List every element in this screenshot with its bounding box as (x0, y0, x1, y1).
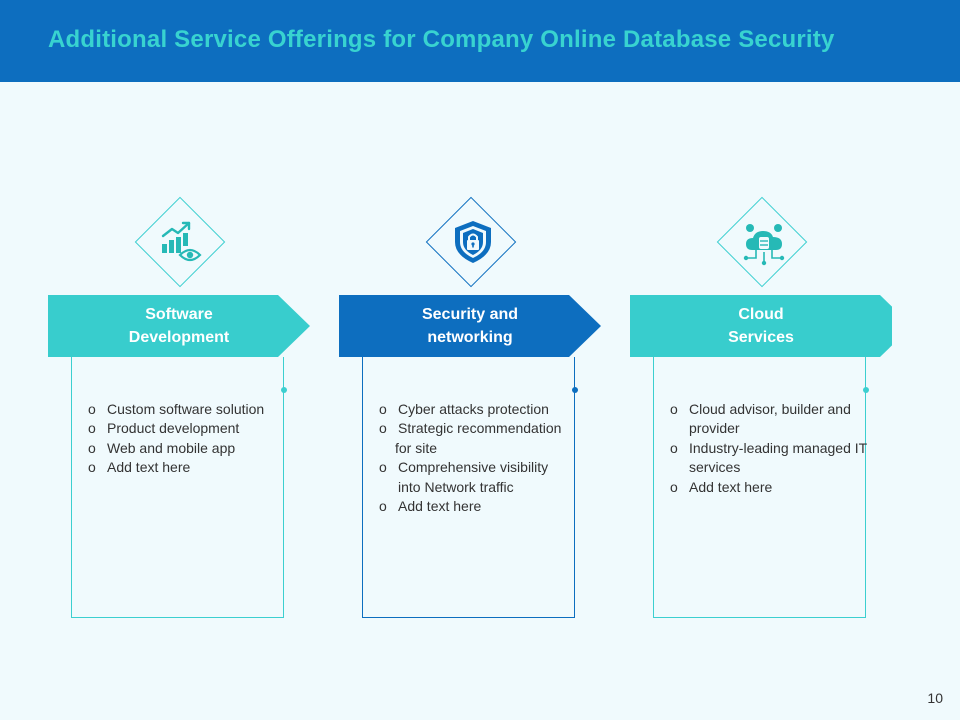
list-item: Add text here (379, 497, 571, 517)
slide-title: Additional Service Offerings for Company… (48, 26, 835, 53)
cloud-database-icon (740, 218, 788, 266)
service-column-cloud: Cloud Services Cloud advisor, builder an… (630, 0, 900, 720)
service-title: Software Development (128, 306, 230, 346)
service-banner: Software Development (48, 295, 310, 357)
service-title: Cloud Services (728, 306, 794, 346)
service-details-box (71, 357, 285, 618)
list-item: Industry-leading managed IT services (670, 439, 870, 478)
growth-chart-eye-icon (158, 218, 206, 266)
connector-dot (572, 387, 578, 393)
service-column-software: Software Development Custom software sol… (48, 0, 318, 720)
service-banner: Cloud Services (630, 295, 892, 357)
service-items-list: Custom software solution Product develop… (88, 400, 280, 478)
service-items-list: Cloud advisor, builder and provider Indu… (670, 400, 870, 497)
list-item: Web and mobile app (88, 439, 280, 459)
list-item: for site (395, 439, 438, 456)
service-details-box (362, 357, 576, 618)
connector-dot (281, 387, 287, 393)
list-item: Add text here (670, 478, 870, 498)
list-item: Add text here (88, 458, 280, 478)
service-items-list: Cyber attacks protection Strategic recom… (379, 400, 571, 517)
list-item: Comprehensive visibility into Network tr… (379, 458, 571, 497)
list-item: Custom software solution (88, 400, 280, 420)
page-number: 10 (927, 690, 943, 706)
list-item: Product development (88, 419, 280, 439)
shield-lock-icon (449, 218, 497, 266)
list-item: Strategic recommendation (379, 419, 571, 439)
list-item: Cyber attacks protection (379, 400, 571, 420)
connector-dot (863, 387, 869, 393)
service-column-security: Security and networking Cyber attacks pr… (339, 0, 609, 720)
list-item: Cloud advisor, builder and provider (670, 400, 870, 439)
service-title: Security and networking (421, 306, 519, 346)
service-banner: Security and networking (339, 295, 601, 357)
slide-header: Additional Service Offerings for Company… (0, 0, 960, 82)
